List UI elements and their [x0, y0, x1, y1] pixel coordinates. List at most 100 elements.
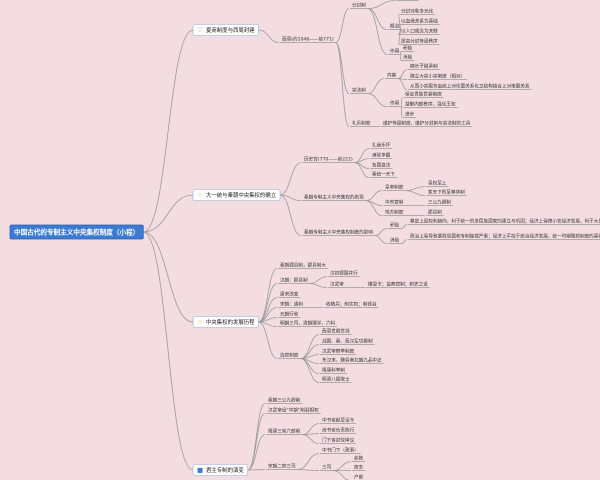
connector-line [258, 283, 278, 323]
subtopic-label: 从而小宗服务由统上对伦面关系化卫结构结合上对策服关系 [410, 83, 530, 90]
subtopic[interactable]: 分封对象多元化 [399, 8, 436, 16]
subtopic[interactable]: 收精兵；削实权；制钱谷 [324, 301, 379, 309]
subtopic-label: 各国变法 [372, 162, 391, 169]
subtopic-label: 消极 [403, 54, 413, 61]
subtopic[interactable]: 以人口观念为关联 [399, 28, 440, 35]
subtopic[interactable]: 郡县制 [426, 209, 444, 217]
connector-line [365, 190, 383, 201]
subtopic[interactable]: 中书门下（政事） [320, 447, 361, 455]
subtopic[interactable]: 保证贵族世袭制度 [403, 91, 444, 98]
subtopic[interactable]: 西周(约1046——前771) [280, 36, 336, 43]
subtopic-label: 三司 [322, 465, 332, 471]
connector-line [297, 469, 320, 471]
subtopic[interactable]: 分封制 [350, 2, 368, 10]
subtopic[interactable]: 以血缘关系为基础 [399, 18, 440, 26]
subtopic[interactable]: 从而小宗服务由统上对伦面关系化卫结构结合上对策服关系 [408, 83, 532, 90]
subtopic[interactable]: 汉武帝察举制度 [320, 348, 357, 356]
subtopic[interactable]: 选官制度 [278, 352, 301, 360]
connector-line [247, 413, 266, 471]
subtopic[interactable]: 确立大宗小宗制度（相对） [408, 73, 468, 80]
subtopic-label: 汉朝：郡县制 [280, 277, 308, 284]
subtopic[interactable]: 维护等级制度，维护分封制与宗法制的工具 [381, 120, 473, 127]
subtopic[interactable]: 度支 [352, 464, 366, 472]
subtopic[interactable]: 户部 [352, 474, 365, 480]
subtopic[interactable]: 家天下的至尊体制 [426, 189, 467, 197]
subtopic[interactable]: 西周世卿世禄 [320, 328, 352, 336]
subtopic[interactable]: 明清八股取士 [320, 376, 352, 384]
subtopic[interactable]: 皇权至上 [426, 180, 449, 188]
subtopic[interactable]: 汉武帝设“中朝”削弱相权 [266, 407, 321, 415]
branch-topic[interactable]: ■君主专制的演变 [192, 464, 249, 476]
subtopic[interactable]: 汉初郡国并行 [328, 270, 360, 278]
subtopic[interactable]: 凝聚内部秩序，强化王权 [403, 101, 458, 108]
connector-line [354, 162, 370, 178]
subtopic[interactable]: 三司 [320, 465, 334, 472]
subtopic-label: 汉武帝察举制度 [322, 348, 355, 355]
subtopic[interactable]: 东汉末，魏晋南北朝九品中正 [320, 357, 384, 365]
subtopic[interactable]: 门下省封驳审议 [320, 437, 357, 445]
subtopic[interactable]: 宋朝二府三司 [266, 463, 298, 471]
connector-line [374, 235, 388, 244]
subtopic[interactable]: 诸侯争霸 [370, 152, 393, 160]
subtopic[interactable]: 作用 [388, 48, 402, 55]
subtopic[interactable]: 秦朝郡县制，郡县制大 [278, 262, 328, 270]
subtopic[interactable]: 积极 [388, 222, 402, 230]
subtopic[interactable]: 秦统一天下 [370, 171, 397, 179]
subtopic[interactable]: 进步 [403, 111, 417, 118]
subtopic[interactable]: 秦朝三公九卿制 [266, 397, 303, 405]
subtopic[interactable]: 政治上易导致暴政局面和专制独裁严重；经济上平控于统治经济发展，统一时期理想制度的… [408, 233, 600, 241]
subtopic[interactable]: 积极 [401, 45, 415, 52]
subtopic[interactable]: 奠定上层权利趋向，利于统一的多民族国家的建立与巩固；经济上保障小农经济发展，利于… [408, 218, 600, 226]
connector-line [258, 29, 280, 43]
subtopic[interactable]: 礼崩乐坏 [370, 142, 393, 150]
subtopic[interactable]: 隋唐三省六部制 [266, 428, 303, 436]
subtopic[interactable]: 汉武帝 [328, 281, 346, 289]
subtopic[interactable]: 作用 [388, 100, 402, 107]
subtopic-label: 以血缘关系为基础 [401, 18, 438, 25]
subtopic[interactable]: 隋唐科举制 [320, 367, 347, 375]
subtopic[interactable]: 消极 [401, 54, 415, 61]
subtopic[interactable]: 明朝三司，清朝理学，六科 [278, 320, 338, 328]
subtopic[interactable]: 皇帝制度 [383, 184, 406, 192]
connector-line [258, 321, 278, 327]
subtopic[interactable]: 元朝行省 [278, 311, 301, 319]
subtopic[interactable]: 中央官制 [383, 199, 406, 207]
subtopic[interactable]: 宗法制 [350, 87, 368, 94]
subtopic[interactable]: 盐铁 [352, 455, 366, 463]
subtopic[interactable]: 宋朝：通判 [278, 301, 305, 309]
subtopic[interactable]: 各国变法 [370, 162, 393, 170]
subtopic[interactable]: 汉朝：郡县制 [278, 277, 310, 285]
subtopic[interactable]: 消极 [388, 237, 402, 245]
branch-topic[interactable]: ☆大一统与秦朝中央集权的确立 [192, 189, 281, 201]
subtopic[interactable]: 推恩令；监察官制；刺史之设 [366, 281, 430, 289]
connector-line [300, 358, 320, 383]
connector-line [405, 186, 426, 191]
connector-line [367, 8, 388, 55]
subtopic[interactable]: 秦朝专制主义中央集权制度的影响 [302, 229, 375, 237]
subtopic[interactable]: 中书省起草诏令 [320, 417, 357, 425]
subtopic[interactable]: 发展形势 [396, 0, 419, 2]
subtopic[interactable]: 概念 [388, 23, 402, 31]
subtopic[interactable]: 提高分封等级秩序 [399, 38, 440, 45]
subtopic[interactable]: 秦朝专制主义中央集权的表现 [302, 194, 366, 202]
subtopic[interactable]: 地方制度 [383, 209, 406, 217]
root-topic[interactable]: 中国古代的专制主义中央集权制度（小程） [9, 224, 144, 240]
subtopic[interactable]: 历史背(770——前221) [302, 156, 355, 164]
subtopic[interactable]: 战国、秦、西汉军功爵制 [320, 338, 375, 346]
branch-topic[interactable]: ☆中央集权的发展历程 [192, 316, 259, 328]
branch-box [192, 464, 249, 476]
subtopic-label: 秦朝郡县制，郡县制大 [280, 262, 326, 269]
connector-line [309, 283, 328, 288]
branch-topic[interactable]: ♡夏商制度与西周封建 [192, 24, 259, 36]
subtopic[interactable]: 嫡长子继承制 [408, 63, 440, 70]
subtopic-label: 秦朝三公九卿制 [268, 397, 301, 404]
subtopic-label: 宗法制 [352, 87, 366, 94]
subtopic[interactable]: 内容 [385, 72, 399, 79]
subtopic[interactable]: 礼乐制度 [350, 120, 373, 127]
subtopic[interactable]: 尚书省负责执行 [320, 427, 357, 435]
subtopic[interactable]: 唐宋改变 [278, 291, 301, 299]
subtopic-label: 中书门下（政事） [322, 447, 359, 454]
subtopic[interactable]: 三公九卿制 [426, 199, 453, 207]
subtopic-label: 战国、秦、西汉军功爵制 [322, 338, 373, 345]
